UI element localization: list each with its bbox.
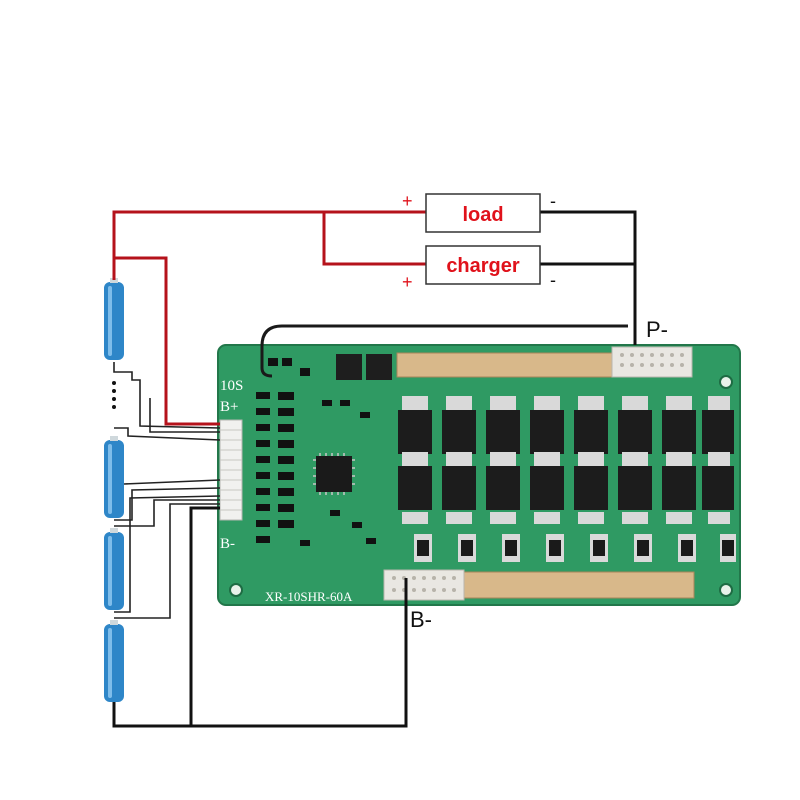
control-ic: [316, 456, 352, 492]
ellipsis-dots: [112, 381, 116, 409]
board-cell-count: 10S: [220, 378, 243, 394]
charger-label: charger: [446, 255, 520, 277]
p-minus-pigtail: [260, 324, 628, 378]
shunt-resistors: [414, 534, 736, 562]
board-b-plus-label: B+: [220, 399, 238, 415]
mounting-hole: [719, 375, 733, 389]
p-minus-busbar: [396, 352, 616, 378]
battery-pack: [104, 278, 124, 702]
p-minus-label: P-: [646, 317, 668, 342]
bms-board: 10S B+ B- XR-10SHR-60A: [217, 344, 741, 606]
battery-cell: [104, 528, 124, 610]
mosfet-row-top: [398, 396, 734, 454]
b-minus-busbar: [461, 571, 695, 599]
charger-minus-sign: -: [550, 270, 556, 290]
mounting-hole: [229, 583, 243, 597]
mounting-hole: [719, 583, 733, 597]
load-label: load: [462, 204, 503, 226]
negative-wires: [112, 210, 637, 728]
positive-wires: [112, 210, 426, 426]
load-minus-sign: -: [550, 191, 556, 211]
b-minus-label: B-: [410, 607, 432, 632]
battery-cell: [104, 620, 124, 702]
board-b-minus-label: B-: [220, 536, 235, 552]
battery-cell: [104, 278, 124, 360]
board-model: XR-10SHR-60A: [265, 589, 353, 604]
p-minus-pad: [611, 346, 693, 378]
load-plus-sign: +: [402, 191, 413, 211]
mosfet-row-bottom: [398, 452, 734, 524]
balance-resistors: [256, 358, 376, 546]
load-box: load + -: [402, 191, 556, 233]
balance-sense-wires: [113, 362, 221, 619]
small-mosfet: [366, 354, 392, 380]
charger-box: charger + -: [402, 245, 556, 292]
b-minus-pad: [383, 569, 465, 601]
small-mosfet: [336, 354, 362, 380]
battery-cell: [104, 436, 124, 518]
charger-plus-sign: +: [402, 272, 413, 292]
pcb-body: [218, 345, 740, 605]
